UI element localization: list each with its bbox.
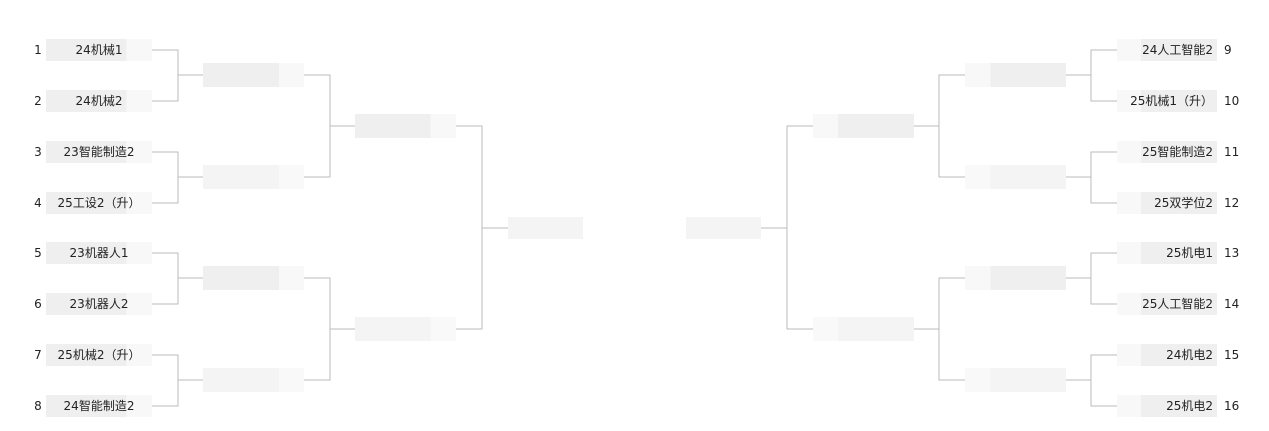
seed-number: 6 (34, 297, 42, 311)
connector (914, 74, 965, 178)
final-slot-left[interactable] (508, 217, 583, 239)
connector (152, 252, 203, 305)
round-2-slot[interactable] (965, 63, 1066, 87)
seed-number: 9 (1224, 43, 1232, 57)
round-2-slot[interactable] (203, 63, 304, 87)
seed-number: 12 (1224, 196, 1240, 210)
connector (1066, 354, 1117, 407)
seed-number: 8 (34, 399, 42, 413)
connector (1066, 151, 1117, 204)
seed-number: 13 (1224, 246, 1240, 260)
team-slot[interactable]: 25人工智能2 (1117, 293, 1217, 315)
round-2-slot[interactable] (965, 368, 1066, 392)
seed-number: 1 (34, 43, 42, 57)
seed-number: 10 (1224, 94, 1240, 108)
connector (761, 125, 813, 330)
seed-number: 16 (1224, 399, 1240, 413)
seed-number: 15 (1224, 348, 1240, 362)
seed-number: 11 (1224, 145, 1240, 159)
team-slot[interactable]: 25智能制造2 (1117, 141, 1217, 163)
semifinal-slot[interactable] (355, 317, 456, 341)
team-slot[interactable]: 25机械2（升） (46, 344, 152, 366)
seed-number: 14 (1224, 297, 1240, 311)
round-2-slot[interactable] (965, 165, 1066, 189)
seed-number: 4 (34, 196, 42, 210)
team-slot[interactable]: 23机器人2 (46, 293, 152, 315)
round-2-slot[interactable] (965, 266, 1066, 290)
seed-number: 2 (34, 94, 42, 108)
connector (152, 354, 203, 407)
connector (304, 74, 355, 178)
team-slot[interactable]: 24机电2 (1117, 344, 1217, 366)
semifinal-slot[interactable] (813, 317, 914, 341)
connector (456, 125, 508, 330)
team-slot[interactable]: 24智能制造2 (46, 395, 152, 417)
team-slot[interactable]: 25工设2（升） (46, 192, 152, 214)
team-slot[interactable]: 25机械1（升） (1117, 90, 1217, 112)
team-slot[interactable]: 23智能制造2 (46, 141, 152, 163)
connector (152, 49, 203, 102)
seed-number: 7 (34, 348, 42, 362)
team-slot[interactable]: 25机电1 (1117, 242, 1217, 264)
round-2-slot[interactable] (203, 266, 304, 290)
team-slot[interactable]: 25机电2 (1117, 395, 1217, 417)
connector (1066, 49, 1117, 102)
connector (914, 277, 965, 381)
final-slot-right[interactable] (686, 217, 761, 239)
team-slot[interactable]: 25双学位2 (1117, 192, 1217, 214)
seed-number: 3 (34, 145, 42, 159)
connector (152, 151, 203, 204)
team-slot[interactable]: 23机器人1 (46, 242, 152, 264)
team-slot[interactable]: 24机械1 (46, 39, 152, 61)
team-slot[interactable]: 24人工智能2 (1117, 39, 1217, 61)
connector (1066, 252, 1117, 305)
connector (304, 277, 355, 381)
round-2-slot[interactable] (203, 165, 304, 189)
semifinal-slot[interactable] (355, 114, 456, 138)
round-2-slot[interactable] (203, 368, 304, 392)
seed-number: 5 (34, 246, 42, 260)
team-slot[interactable]: 24机械2 (46, 90, 152, 112)
semifinal-slot[interactable] (813, 114, 914, 138)
